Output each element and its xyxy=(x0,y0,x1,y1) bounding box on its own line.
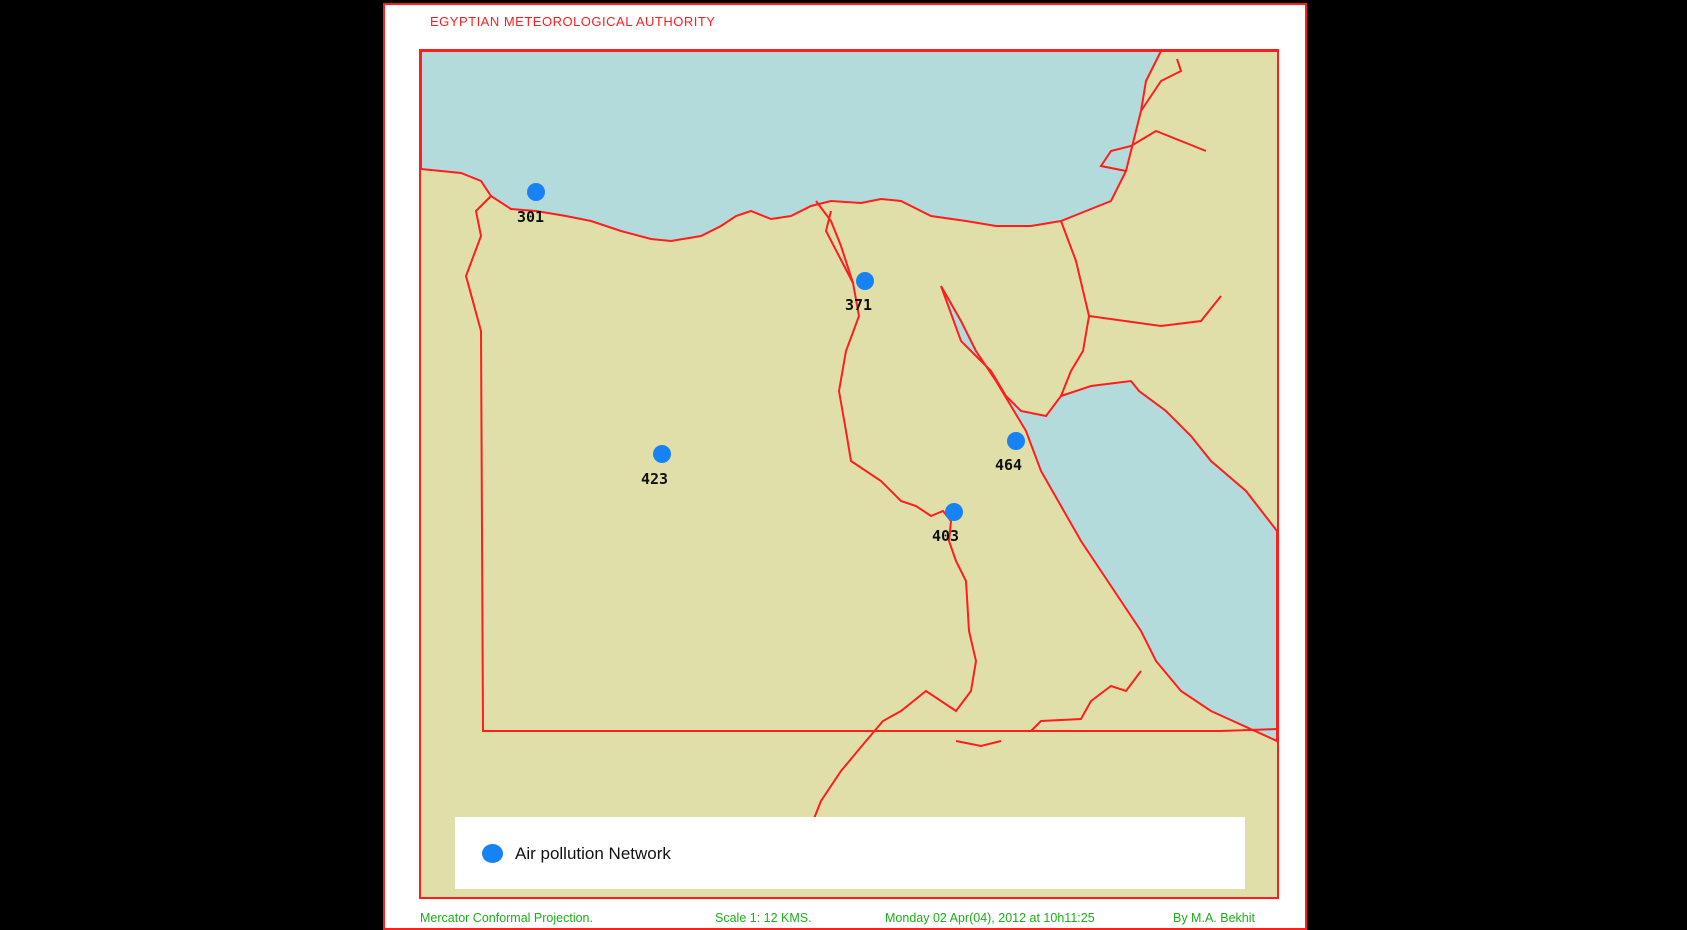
station-464[interactable]: 464 xyxy=(995,432,1025,474)
station-403-marker[interactable] xyxy=(945,503,963,521)
eastern-border xyxy=(1088,295,1222,328)
legend: Air pollution Network xyxy=(455,817,1245,889)
author-text: By M.A. Bekhit xyxy=(1173,911,1255,925)
station-371[interactable]: 371 xyxy=(845,272,874,314)
egypt-map: 301 371 423 464 403 xyxy=(421,51,1277,852)
red-sea xyxy=(940,285,1277,743)
western-border xyxy=(464,195,1277,732)
mediterranean-sea xyxy=(421,51,1277,243)
datetime-text: Monday 02 Apr(04), 2012 at 10h11:25 xyxy=(885,911,1095,925)
map-frame: 301 371 423 464 403 Air pollution Networ… xyxy=(419,49,1279,899)
legend-label: Air pollution Network xyxy=(515,844,671,863)
projection-text: Mercator Conformal Projection. xyxy=(420,911,593,925)
station-301[interactable]: 301 xyxy=(517,183,545,226)
station-423-label: 423 xyxy=(641,470,668,488)
station-371-label: 371 xyxy=(845,296,872,314)
station-403[interactable]: 403 xyxy=(932,503,963,545)
sinai-border xyxy=(1060,220,1091,397)
station-423-marker[interactable] xyxy=(653,445,671,463)
nile-river xyxy=(800,200,978,852)
station-464-marker[interactable] xyxy=(1007,432,1025,450)
scale-text: Scale 1: 12 KMS. xyxy=(715,911,812,925)
southern-coast xyxy=(955,670,1142,748)
map-panel: EGYPTIAN METEOROLOGICAL AUTHORITY 301 37… xyxy=(383,3,1307,930)
station-423[interactable]: 423 xyxy=(641,445,671,488)
authority-title: EGYPTIAN METEOROLOGICAL AUTHORITY xyxy=(430,14,716,29)
legend-marker-icon xyxy=(482,844,503,863)
station-301-label: 301 xyxy=(517,208,544,226)
station-301-marker[interactable] xyxy=(527,183,545,201)
nile-branch xyxy=(824,210,854,284)
station-371-marker[interactable] xyxy=(856,272,874,290)
station-464-label: 464 xyxy=(995,456,1022,474)
arabia-coast xyxy=(1099,58,1207,172)
station-403-label: 403 xyxy=(932,527,959,545)
